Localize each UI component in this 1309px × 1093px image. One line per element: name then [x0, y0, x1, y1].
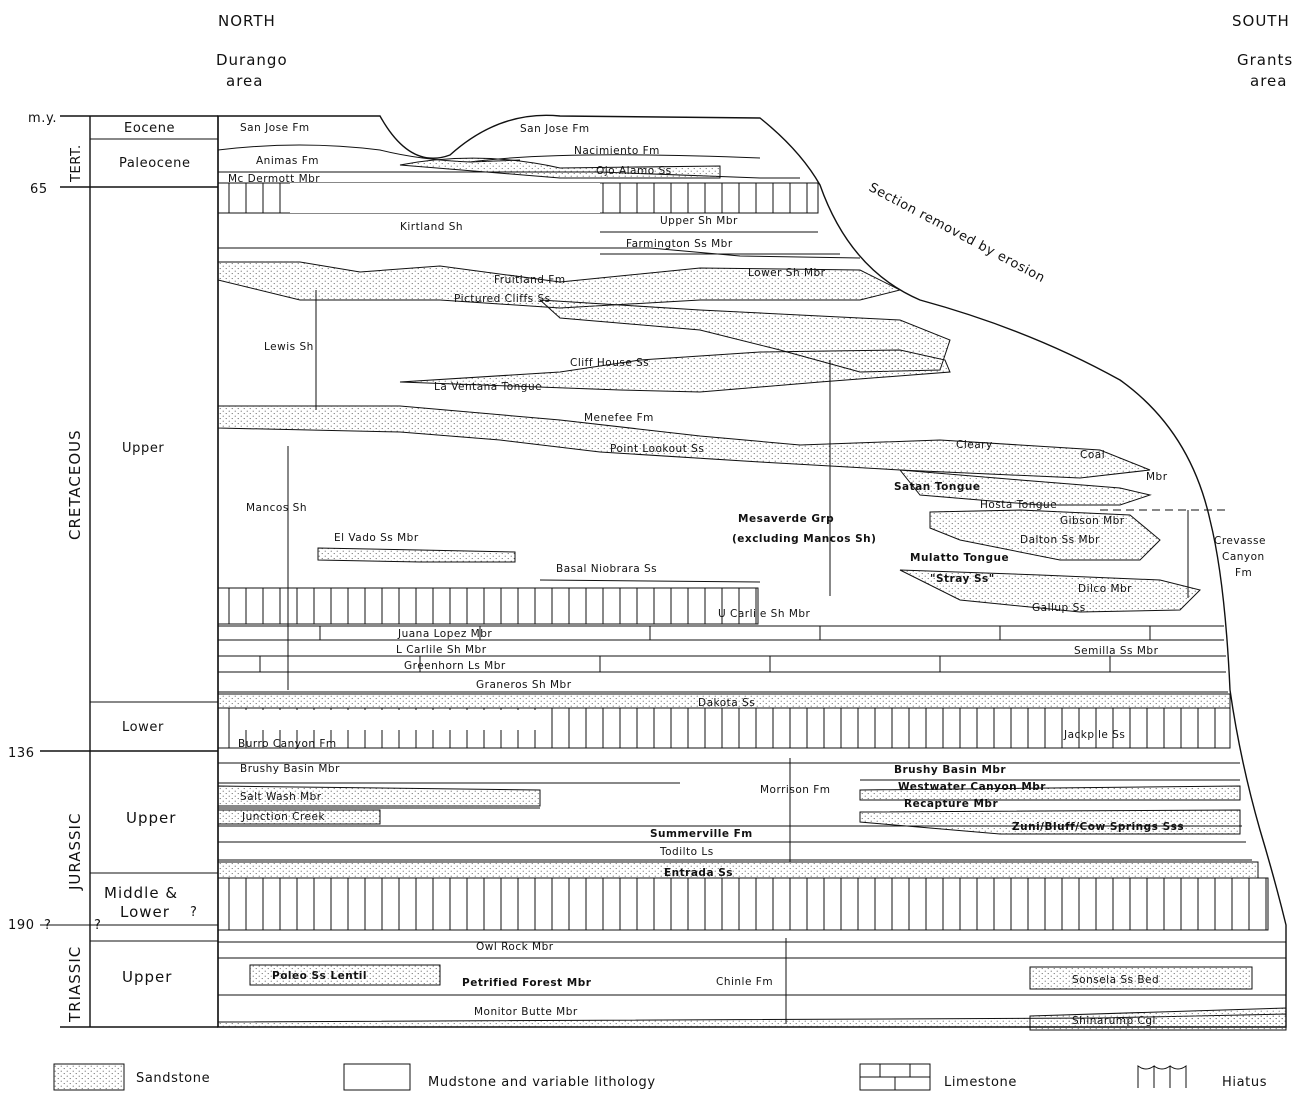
age-190-question-2: ? [94, 918, 102, 933]
label-point-lookout: Point Lookout Ss [610, 443, 704, 455]
label-fruitland: Fruitland Fm [494, 274, 566, 286]
label-monitor-butte: Monitor Butte Mbr [474, 1006, 578, 1018]
label-sonsela: Sonsela Ss Bed [1072, 974, 1159, 986]
age-190-label: 190 [8, 918, 35, 933]
label-ojo-alamo: Ojo Alamo Ss [596, 165, 672, 177]
label-zuni: Zuni/Bluff/Cow Springs Sss [1012, 821, 1184, 833]
age-unit-label: m.y. [28, 111, 57, 126]
label-dalton: Dalton Ss Mbr [1020, 534, 1100, 546]
label-crevasse-3: Fm [1235, 567, 1252, 579]
period-triassic: TRIASSIC [66, 946, 84, 1023]
label-graneros: Graneros Sh Mbr [476, 679, 572, 691]
label-mesaverde: Mesaverde Grp [738, 513, 834, 525]
label-gallup: Gallup Ss [1032, 602, 1086, 614]
label-san-jose-south: San Jose Fm [520, 123, 590, 135]
label-la-ventana: La Ventana Tongue [434, 381, 542, 393]
age-136-label: 136 [8, 746, 35, 761]
legend-sandstone-label: Sandstone [136, 1071, 210, 1086]
legend: Sandstone Mudstone and variable litholog… [54, 1064, 1267, 1090]
label-stray-ss: "Stray Ss" [930, 573, 995, 585]
label-animas: Animas Fm [256, 155, 319, 167]
label-crevasse-1: Crevasse [1214, 535, 1266, 547]
label-basal-niobrara: Basal Niobrara Ss [556, 563, 657, 575]
label-cliff-house: Cliff House Ss [570, 357, 649, 369]
legend-hiatus-swatch [1138, 1066, 1186, 1088]
label-san-jose-north: San Jose Fm [240, 122, 310, 134]
label-greenhorn: Greenhorn Ls Mbr [404, 660, 506, 672]
legend-hiatus-label: Hiatus [1222, 1075, 1267, 1090]
label-mancos: Mancos Sh [246, 502, 307, 514]
epoch-eocene: Eocene [124, 121, 175, 136]
label-brushy-basin-north: Brushy Basin Mbr [240, 763, 340, 775]
label-lewis: Lewis Sh [264, 341, 314, 353]
label-kirtland: Kirtland Sh [400, 221, 463, 233]
legend-mudstone-swatch [344, 1064, 410, 1090]
label-todilto: Todilto Ls [659, 846, 714, 858]
period-jurassic: JURASSIC [66, 813, 84, 891]
label-shinarump: Shinarump Cgl [1072, 1015, 1156, 1027]
period-cretaceous: CRETACEOUS [66, 429, 84, 540]
label-summerville: Summerville Fm [650, 828, 753, 840]
label-crevasse-2: Canyon [1222, 551, 1265, 563]
epoch-jurassic-upper: Upper [126, 809, 176, 827]
label-burro-canyon: Burro Canyon Fm [238, 738, 337, 750]
label-erosion: Section removed by erosion [866, 180, 1047, 286]
label-owl-rock: Owl Rock Mbr [476, 941, 554, 953]
label-dilco: Dilco Mbr [1078, 583, 1132, 595]
label-westwater: Westwater Canyon Mbr [898, 781, 1046, 793]
label-morrison: Morrison Fm [760, 784, 831, 796]
epoch-jurassic-middle: Middle & [104, 884, 178, 902]
label-pictured-cliffs: Pictured Cliffs Ss [454, 293, 551, 305]
label-lower-sh: Lower Sh Mbr [748, 267, 826, 279]
label-jackpile: Jackpile Ss [1063, 729, 1125, 741]
label-upper-sh: Upper Sh Mbr [660, 215, 738, 227]
epoch-triassic-upper: Upper [122, 968, 172, 986]
label-dakota: Dakota Ss [698, 697, 755, 709]
label-l-carlile: L Carlile Sh Mbr [396, 644, 487, 656]
label-coal: Coal [1080, 449, 1105, 461]
age-190-question-1: ? [44, 918, 52, 933]
label-satan-tongue: Satan Tongue [894, 481, 980, 493]
label-poleo: Poleo Ss Lentil [272, 970, 367, 982]
label-nacimiento: Nacimiento Fm [574, 145, 660, 157]
label-salt-wash: Salt Wash Mbr [240, 791, 322, 803]
epoch-cretaceous-lower: Lower [122, 720, 164, 735]
epoch-jurassic-lower: Lower [120, 903, 170, 921]
label-mulatto-tongue: Mulatto Tongue [910, 552, 1009, 564]
epoch-paleocene: Paleocene [119, 156, 191, 171]
label-recapture: Recapture Mbr [904, 798, 998, 810]
label-brushy-basin-south: Brushy Basin Mbr [894, 764, 1006, 776]
age-65-label: 65 [30, 182, 48, 197]
period-tertiary: TERT. [69, 144, 84, 183]
label-farmington: Farmington Ss Mbr [626, 238, 733, 250]
legend-limestone-swatch [860, 1064, 930, 1090]
label-juana-lopez: Juana Lopez Mbr [397, 628, 492, 640]
label-mcdermott: Mc Dermott Mbr [228, 173, 320, 185]
label-semilla: Semilla Ss Mbr [1074, 645, 1159, 657]
age-190-question-3: ? [190, 905, 198, 920]
label-cleary: Cleary [956, 439, 993, 451]
label-mbr: Mbr [1146, 471, 1168, 483]
label-entrada: Entrada Ss [664, 867, 733, 879]
label-hosta-tongue: Hosta Tongue [980, 499, 1057, 511]
legend-limestone-label: Limestone [944, 1075, 1017, 1090]
legend-mudstone-label: Mudstone and variable lithology [428, 1075, 656, 1090]
label-junction-creek: Junction Creek [241, 811, 325, 823]
label-gibson: Gibson Mbr [1060, 515, 1125, 527]
label-chinle: Chinle Fm [716, 976, 773, 988]
label-menefee: Menefee Fm [584, 412, 654, 424]
label-mesaverde-note: (excluding Mancos Sh) [732, 533, 876, 545]
label-u-carlile: U Carlile Sh Mbr [718, 608, 811, 620]
legend-sandstone-swatch [54, 1064, 124, 1090]
epoch-cretaceous-upper: Upper [122, 441, 164, 456]
label-el-vado: El Vado Ss Mbr [334, 532, 419, 544]
label-petrified-forest: Petrified Forest Mbr [462, 977, 592, 989]
